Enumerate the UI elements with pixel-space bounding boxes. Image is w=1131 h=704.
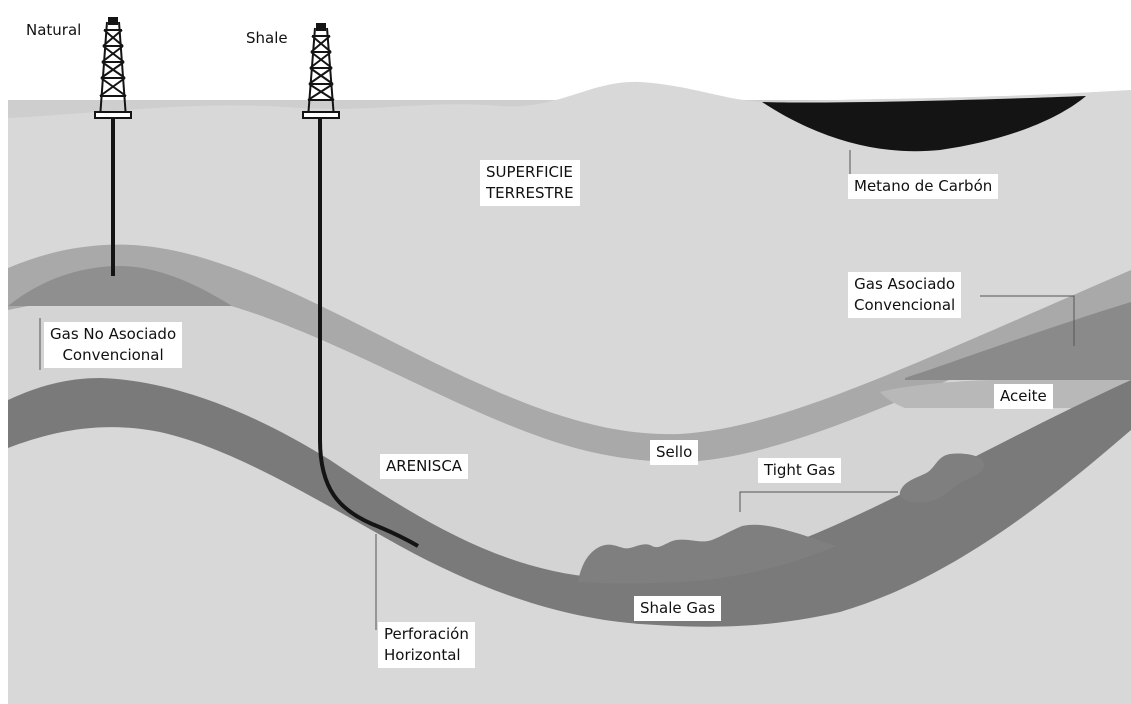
surface-label: SUPERFICIE TERRESTRE — [480, 160, 580, 206]
shale-well-pipe — [318, 118, 419, 548]
oil-label: Aceite — [994, 384, 1053, 409]
sandstone-layer — [8, 293, 1131, 579]
tight-gas-label: Tight Gas — [758, 458, 842, 483]
seal-label: Sello — [650, 440, 699, 465]
shale-gas-label: Shale Gas — [634, 596, 722, 621]
sandstone-label-text: ARENISCA — [386, 457, 463, 475]
surface-label-line-2: TERRESTRE — [486, 184, 574, 202]
shale-rig-label: Shale — [246, 28, 288, 49]
seal-layer — [8, 244, 1131, 462]
coal-bed — [762, 96, 1086, 152]
non-associated-gas-label: Gas No Asociado Convencional — [44, 322, 183, 368]
shale-gas-label-text: Shale Gas — [640, 599, 716, 617]
tight-gas-mounds — [578, 524, 836, 584]
horizontal-drilling-label-line-1: Perforación — [384, 625, 469, 643]
non-associated-gas-label-line-1: Gas No Asociado — [50, 325, 177, 343]
natural-label: Natural — [26, 20, 81, 41]
sandstone-label: ARENISCA — [380, 454, 469, 479]
shale-layer — [8, 378, 1131, 627]
seal-label-text: Sello — [656, 443, 693, 461]
coal-methane-label-text: Metano de Carbón — [854, 177, 993, 195]
coal-methane-label: Metano de Carbón — [848, 174, 999, 199]
horizontal-drilling-label-line-2: Horizontal — [384, 646, 461, 664]
horizontal-drilling-label: Perforación Horizontal — [378, 622, 475, 668]
associated-gas-label-line-1: Gas Asociado — [854, 275, 956, 293]
associated-gas-label-line-2: Convencional — [854, 296, 956, 314]
shale-rig-label-text: Shale — [246, 29, 288, 47]
shale-derrick-icon — [302, 23, 340, 119]
surface-label-line-1: SUPERFICIE — [486, 163, 573, 181]
natural-derrick-icon — [94, 17, 132, 119]
associated-gas-label: Gas Asociado Convencional — [848, 272, 962, 318]
tight-gas-blob — [899, 453, 985, 503]
non-associated-gas-label-line-2: Convencional — [62, 346, 164, 364]
leader-lines — [39, 150, 1075, 630]
non-associated-gas-pocket — [8, 266, 232, 306]
oil-label-text: Aceite — [1000, 387, 1047, 405]
natural-label-text: Natural — [26, 21, 82, 39]
tight-gas-label-text: Tight Gas — [764, 461, 836, 479]
